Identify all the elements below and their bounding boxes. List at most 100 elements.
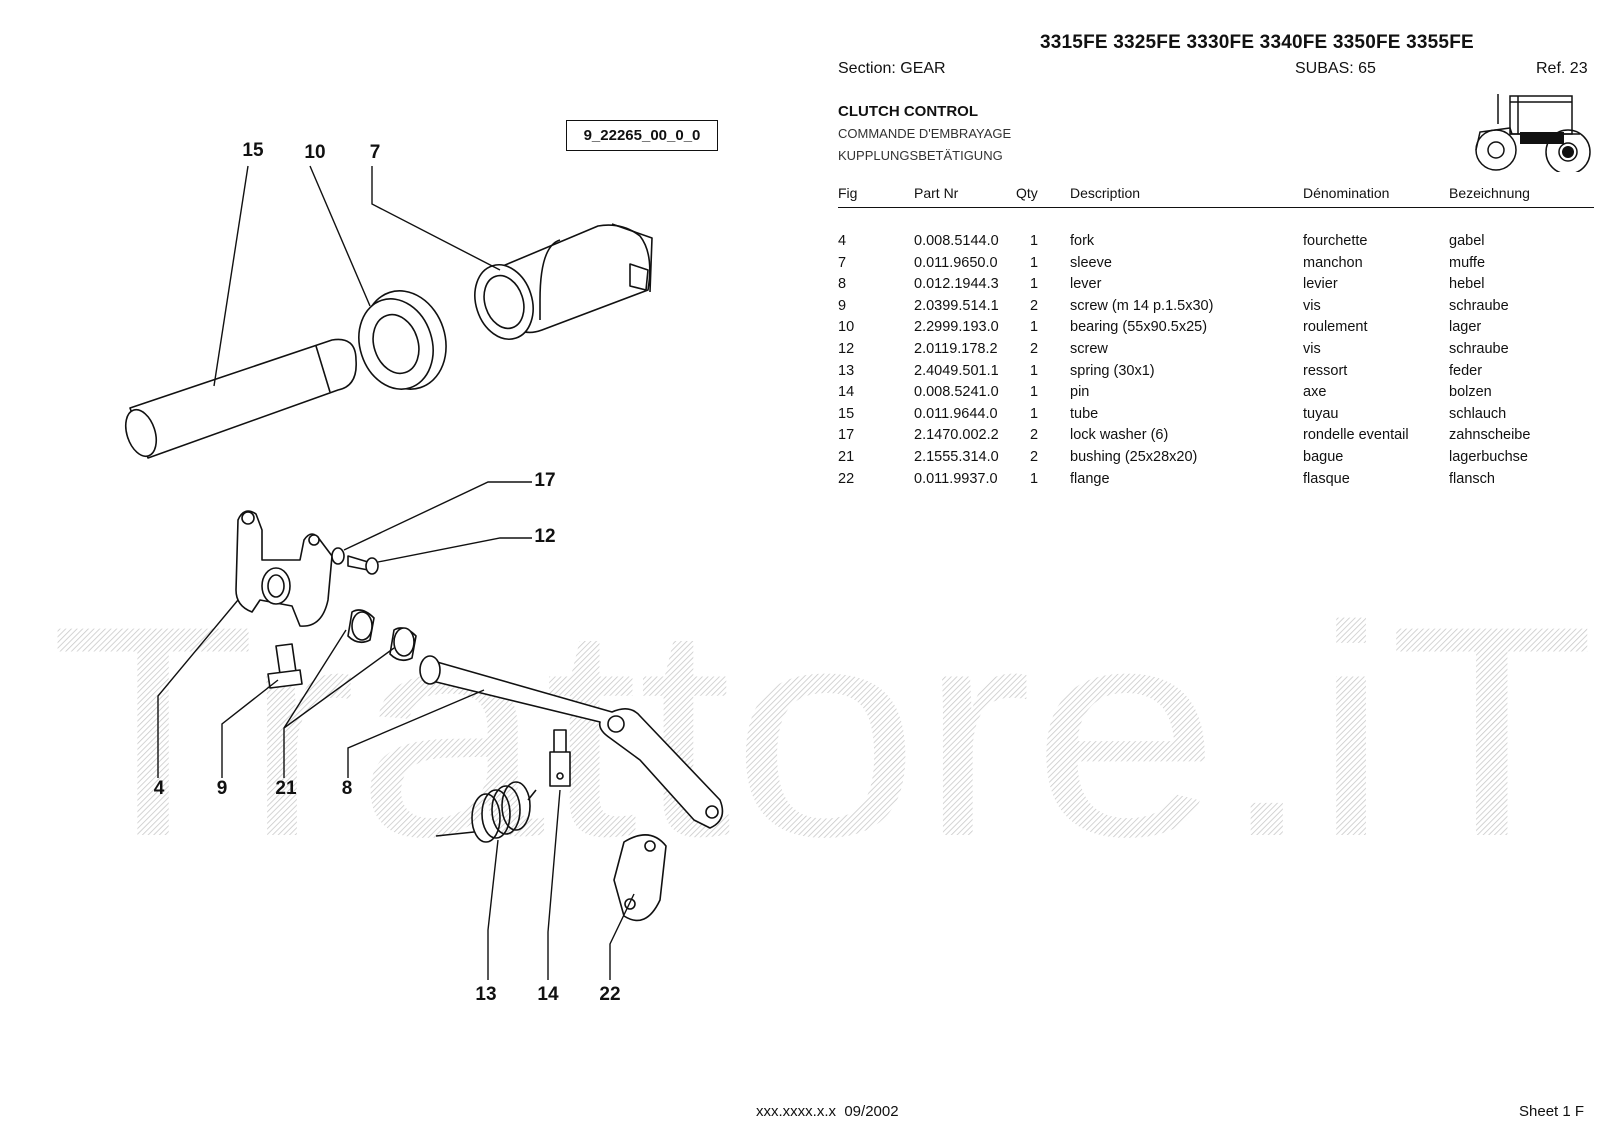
cell-denomination: tuyau [1303,405,1339,422]
cell-fig: 12 [838,340,855,357]
callout-12: 12 [534,526,556,547]
cell-fig: 10 [838,319,855,336]
drawing-ref-box: 9_22265_00_0_0 [566,120,718,151]
cell-qty: 2 [1030,340,1039,357]
cell-description: tube [1070,405,1099,422]
part-sleeve [474,223,653,340]
cell-bezeichnung: hebel [1449,276,1485,293]
cell-bezeichnung: muffe [1449,254,1486,271]
watermark-text: Trattore.iT [50,610,1595,870]
cell-denomination: flasque [1303,470,1350,487]
cell-qty: 2 [1030,448,1039,465]
col-bezeichnung: Bezeichnung [1449,185,1530,201]
callout-14: 14 [537,984,559,1005]
cell-fig: 9 [838,297,847,314]
cell-denomination: fourchette [1303,233,1368,249]
col-qty: Qty [1016,185,1038,201]
cell-part-nr: 0.011.9937.0 [914,470,998,487]
callout-22: 22 [599,984,621,1005]
header-rule [838,207,1594,208]
table-row: 14 0.008.5241.0 1 pin axe bolzen [838,384,1593,406]
cell-part-nr: 0.008.5241.0 [914,384,999,401]
cell-fig: 22 [838,470,855,487]
cell-qty: 1 [1030,254,1039,271]
cell-description: screw (m 14 p.1.5x30) [1070,297,1214,314]
cell-part-nr: 2.4049.501.1 [914,362,999,379]
callout-13: 13 [475,984,497,1005]
cell-part-nr: 2.0119.178.2 [914,340,998,357]
cell-denomination: axe [1303,384,1327,401]
cell-qty: 1 [1030,233,1039,249]
part-lock-washer [331,547,345,565]
cell-denomination: vis [1303,297,1321,314]
cell-bezeichnung: schlauch [1449,405,1507,422]
cell-description: flange [1070,470,1110,487]
leader-lines [157,165,635,980]
watermark: Trattore.iT [50,610,1595,870]
cell-bezeichnung: bolzen [1449,384,1492,401]
callout-17: 17 [534,470,556,491]
callout-8: 8 [341,778,353,799]
cell-description: screw [1070,340,1108,357]
col-denomination: Dénomination [1303,185,1390,201]
col-description: Description [1070,185,1141,201]
cell-fig: 21 [838,448,855,465]
callout-9: 9 [216,778,228,799]
footer-sheet: Sheet 1 F [1519,1103,1585,1120]
part-bushings [347,609,417,662]
cell-fig: 8 [838,276,847,293]
subas-label: SUBAS: 65 [1295,60,1376,77]
cell-bezeichnung: gabel [1449,233,1485,249]
cell-part-nr: 2.2999.193.0 [914,319,999,336]
cell-qty: 1 [1030,384,1039,401]
cell-denomination: roulement [1303,319,1368,336]
tractor-icon [1475,94,1591,172]
part-tube [124,338,357,459]
cell-bezeichnung: schraube [1449,340,1509,357]
part-pin [549,729,571,787]
cell-description: lever [1070,276,1102,293]
cell-part-nr: 2.1470.002.2 [914,427,999,444]
cell-part-nr: 0.011.9644.0 [914,405,998,422]
cell-description: sleeve [1070,254,1112,271]
cell-part-nr: 2.0399.514.1 [914,297,999,314]
cell-part-nr: 0.011.9650.0 [914,254,998,271]
cell-qty: 1 [1030,405,1039,422]
cell-description: pin [1070,384,1090,401]
cell-fig: 7 [838,254,847,271]
cell-description: lock washer (6) [1070,427,1169,444]
part-flange [613,834,667,922]
callout-4: 4 [153,778,165,799]
part-screw-9 [267,643,303,689]
section-label: Section: GEAR [838,60,946,77]
cell-denomination: ressort [1303,362,1348,379]
cell-denomination: manchon [1303,254,1363,271]
part-spring [435,781,537,843]
cell-bezeichnung: feder [1449,362,1483,379]
cell-description: bushing (25x28x20) [1070,448,1198,465]
cell-qty: 1 [1030,362,1039,379]
callout-7: 7 [369,142,381,163]
cell-description: fork [1070,233,1095,249]
cell-bezeichnung: lagerbuchse [1449,448,1528,465]
cell-fig: 14 [838,384,855,401]
part-lever [419,655,724,829]
part-screw-12 [347,555,379,575]
ref-label: Ref. 23 [1536,60,1588,77]
part-bearing [358,290,447,390]
title-french: COMMANDE D'EMBRAYAGE [838,126,1012,141]
cell-bezeichnung: flansch [1449,470,1495,487]
cell-bezeichnung: lager [1449,319,1482,336]
parts-table-header: Fig Part Nr Qty Description Dénomination… [838,185,1593,207]
cell-description: bearing (55x90.5x25) [1070,319,1208,336]
cell-fig: 15 [838,405,855,422]
